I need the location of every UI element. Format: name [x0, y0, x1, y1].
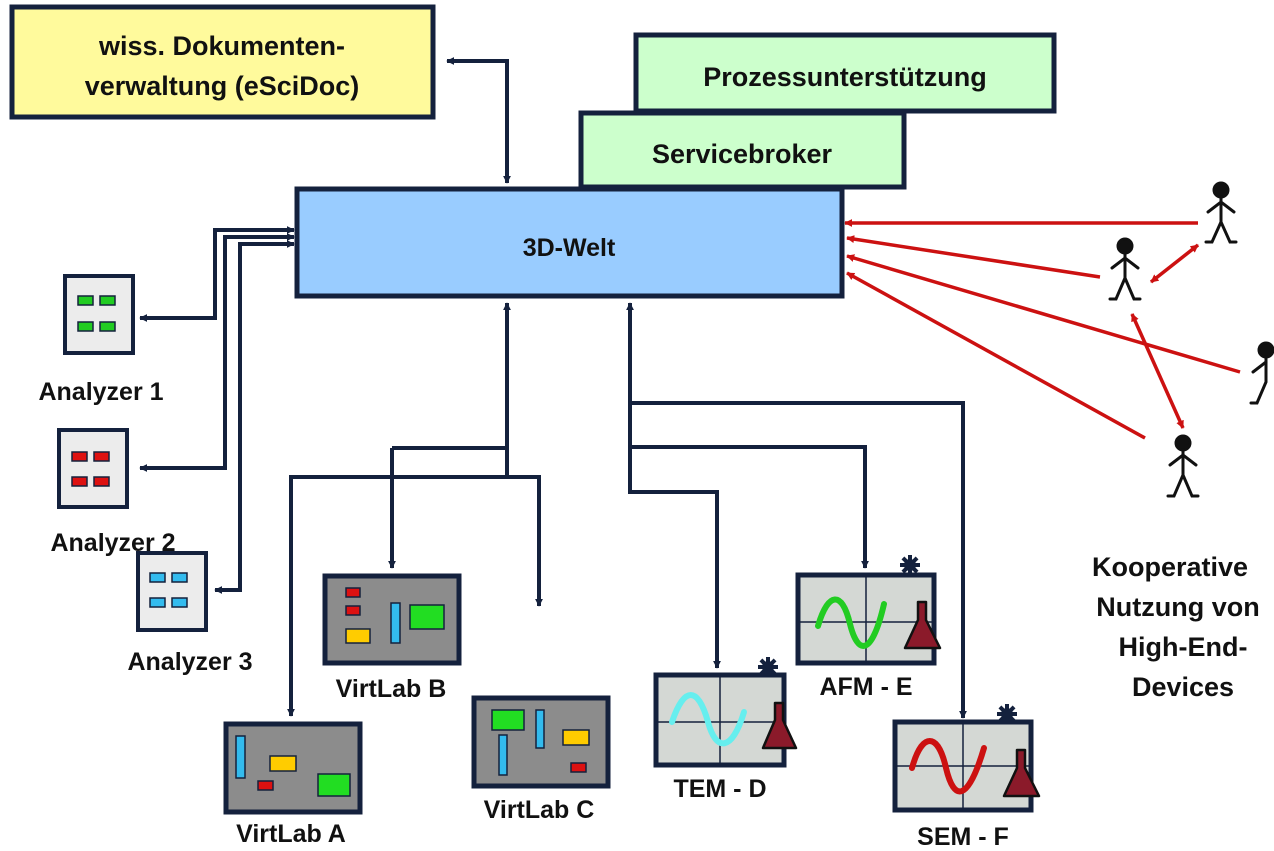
user-connectors [844, 219, 1241, 440]
device-tem-label: TEM - D [673, 775, 766, 803]
device-sem: SEM - F [892, 704, 1041, 851]
cooperative-usage-label: Kooperative Nutzung von High-End- Device… [1092, 552, 1260, 702]
connectors [139, 57, 967, 719]
signal-wave-icon [669, 692, 747, 747]
device-sem-label: SEM - F [917, 823, 1009, 851]
arrow-doc-world [446, 57, 511, 184]
virtlab-a-label: VirtLab A [236, 820, 346, 848]
virtlab-b: VirtLab B [322, 573, 462, 703]
led-panel-icon [149, 572, 188, 608]
arrow-to-sem [630, 401, 967, 719]
analyzer-1-label: Analyzer 1 [38, 378, 163, 406]
arrow-user3-world [846, 254, 1241, 374]
analyzer-3: Analyzer 3 [127, 551, 253, 676]
person-icon [1204, 181, 1238, 244]
flask-icon [761, 701, 798, 750]
cooperative-line-2: Nutzung von [1096, 592, 1259, 622]
process-support-box: Prozessunterstützung [633, 32, 1057, 114]
virtlab-b-label: VirtLab B [336, 675, 447, 703]
flask-icon [1002, 748, 1041, 798]
arrow-user2-user4 [1130, 313, 1185, 429]
world-box: 3D-Welt [294, 186, 845, 299]
process-support-label: Prozessunterstützung [703, 62, 987, 92]
service-broker-box: Servicebroker [578, 110, 907, 190]
arrow-user1-user2 [1149, 243, 1200, 284]
person-icon [1108, 237, 1142, 301]
device-afm-label: AFM - E [819, 673, 912, 701]
device-afm: AFM - E [795, 555, 942, 701]
led-panel-icon [71, 451, 110, 487]
analyzer-1: Analyzer 1 [38, 274, 164, 406]
gear-icon [997, 704, 1017, 724]
cooperative-line-4: Devices [1132, 672, 1234, 702]
world-label: 3D-Welt [523, 234, 616, 262]
person-icon [1249, 341, 1274, 405]
doc-management-label-1: wiss. Dokumenten- [98, 31, 345, 61]
arrow-world-devices [626, 302, 721, 669]
arrow-to-afm [630, 445, 869, 569]
cooperative-line-1: Kooperative [1092, 552, 1248, 582]
analyzer-3-label: Analyzer 3 [127, 648, 252, 676]
gear-icon [900, 555, 920, 575]
virtlab-a: VirtLab A [223, 721, 363, 848]
service-broker-label: Servicebroker [652, 139, 833, 169]
virtlab-c: VirtLab C [471, 695, 611, 824]
person-icon [1166, 434, 1200, 498]
signal-wave-icon [815, 596, 887, 649]
arrow-user4-world [846, 271, 1146, 440]
signal-wave-icon [909, 738, 987, 795]
device-tem: TEM - D [653, 657, 798, 803]
doc-management-box: wiss. Dokumenten- verwaltung (eSciDoc) [9, 4, 436, 120]
virtlab-c-label: VirtLab C [484, 796, 595, 824]
doc-management-label-2: verwaltung (eSciDoc) [85, 71, 360, 101]
flask-icon [903, 600, 942, 650]
arrow-user2-world [846, 235, 1101, 279]
arrow-world-analyzer3 [214, 240, 295, 594]
analyzer-2: Analyzer 2 [50, 428, 176, 557]
cooperative-line-3: High-End- [1119, 632, 1248, 662]
arrow-to-virtlab-c [505, 448, 543, 607]
led-panel-icon [77, 295, 116, 332]
arrow-to-virtlab-a [287, 475, 507, 717]
gear-icon [758, 657, 778, 677]
